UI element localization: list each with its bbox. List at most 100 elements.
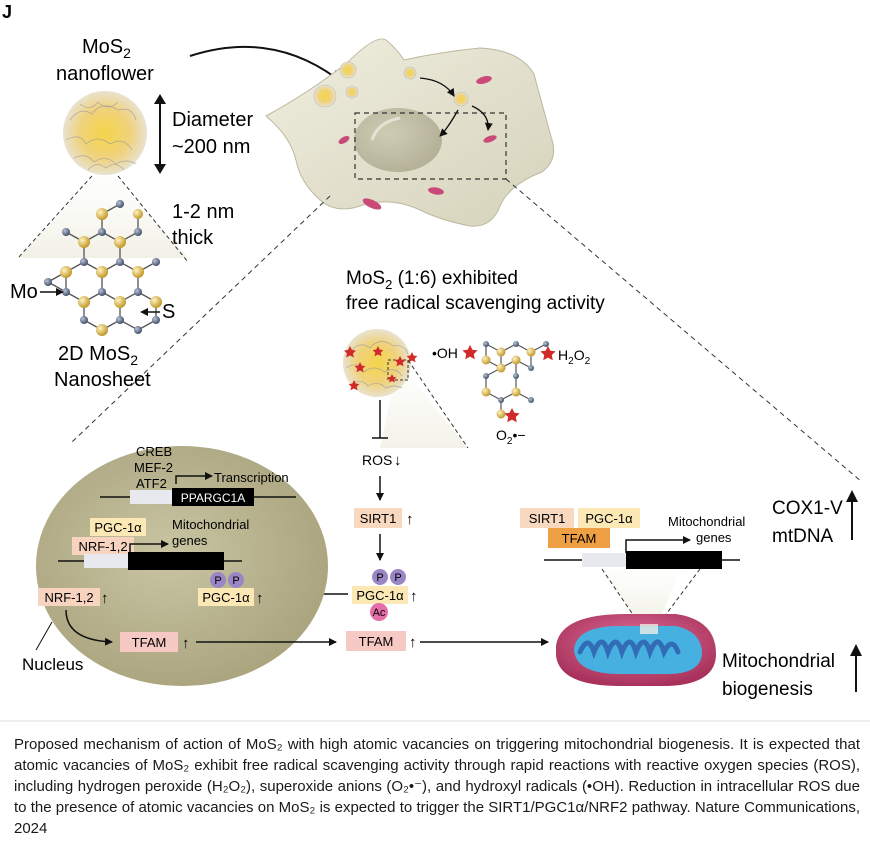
- atf2-label: ATF2: [136, 476, 167, 491]
- cell-nucleus: [354, 108, 442, 172]
- cell-arrow-1: [419, 77, 455, 97]
- nrf-label-up: NRF-1,2: [44, 590, 93, 605]
- cell-arrow-3: [471, 105, 493, 131]
- mo-pointer-head: [56, 288, 64, 296]
- mito-pgc-label: PGC-1α: [585, 511, 633, 526]
- nucleus-phospho-2: [228, 572, 244, 588]
- nrf-to-tfam-arrow: [65, 609, 113, 646]
- zoom-line-left: [17, 175, 93, 259]
- ppargc1a-label: PPARGC1A: [181, 491, 245, 505]
- pgc-up-arrow: ↑: [410, 588, 418, 605]
- nucleus-mito-genes-1: Mitochondrial: [172, 517, 249, 532]
- cell-arrow-2: [439, 109, 459, 137]
- scavenging-lattice-atoms: [481, 341, 549, 419]
- nucleus-phospho-label-2: P: [232, 575, 239, 587]
- diameter-arrow-up: [154, 94, 166, 104]
- panel-label: J: [2, 2, 12, 22]
- ros-down-arrow: ↓: [394, 452, 402, 469]
- diameter-arrow-down: [154, 164, 166, 174]
- mito-sirt1-box: [520, 508, 574, 528]
- nucleus-phospho-1: [210, 572, 226, 588]
- tfam-box-center: [346, 631, 406, 651]
- pgc-box-nucleus-2: [198, 588, 254, 606]
- phospho-circle-2: [390, 569, 406, 585]
- tfam-box-nucleus: [120, 632, 178, 652]
- cell-zoom-box: [354, 112, 507, 180]
- ppargc1a-promoter: [130, 490, 172, 504]
- mef2-label: MEF-2: [134, 460, 173, 475]
- oh-star: [462, 345, 478, 360]
- pgc-label-center: PGC-1α: [356, 588, 404, 603]
- biogenesis-up-arrow-head: [850, 644, 862, 656]
- zoom-line-right: [117, 175, 189, 263]
- sirt1-up-arrow: ↑: [406, 511, 414, 528]
- mito-tfam-label: TFAM: [562, 531, 597, 546]
- nanoflower-title: MoS2: [82, 36, 131, 61]
- tfam-label-center: TFAM: [359, 634, 394, 649]
- cox1v-label: COX1-V: [772, 498, 843, 519]
- diameter-value: ~200 nm: [172, 136, 250, 158]
- mito-biogenesis-label-1: Mitochondrial: [722, 651, 835, 672]
- thickness-label: 1-2 nm: [172, 201, 234, 223]
- cell-nanoflowers: [313, 61, 469, 108]
- sirt1-box: [354, 508, 402, 528]
- s-label: S: [162, 301, 175, 323]
- thickness-label-2: thick: [172, 227, 214, 249]
- nucleus-mito-genes-2: genes: [172, 533, 208, 548]
- scavenging-zoom-line: [407, 359, 469, 449]
- ros-label: ROS: [362, 452, 392, 468]
- h2o2-star: [540, 346, 556, 361]
- mito-gene: [626, 551, 722, 569]
- mtdna-label: mtDNA: [772, 526, 834, 547]
- mitochondrion: [556, 614, 716, 686]
- scavenging-title-line2: free radical scavenging activity: [346, 293, 605, 314]
- nanosheet-title-line2: Nanosheet: [54, 369, 151, 391]
- nanoflower-title-line2: nanoflower: [56, 63, 154, 85]
- pgc-box-center: [352, 586, 408, 604]
- mechanism-figure: J MoS2 nanoflower Diameter ~200 nm 1-2 n…: [0, 2, 870, 722]
- pgc-box-nucleus: [90, 518, 146, 536]
- o2-label: O2•−: [496, 427, 526, 447]
- nucleus-pointer: [35, 621, 53, 651]
- scavenging-stars: [344, 346, 418, 391]
- nucleus-label: Nucleus: [22, 655, 83, 674]
- nrf-label-nucleus: NRF-1,2: [78, 539, 127, 554]
- transcription-label: Transcription: [214, 470, 289, 485]
- nrf-box-up: [38, 588, 100, 606]
- tfam-label-nucleus: TFAM: [132, 635, 167, 650]
- pgc-nucleus-up-arrow: ↑: [256, 590, 264, 607]
- mito-genes-promoter: [84, 554, 128, 568]
- nanoflower-icon: [63, 91, 147, 175]
- s-pointer-head: [140, 308, 148, 316]
- mito-genes-label-2: genes: [696, 530, 732, 545]
- mito-promoter: [582, 553, 626, 567]
- mito-genes-arrow: [625, 536, 691, 556]
- o2-star: [504, 408, 520, 423]
- mo-label: Mo: [10, 281, 38, 303]
- nrf-up-arrow: ↑: [101, 590, 109, 607]
- transcription-arrow: [175, 472, 213, 484]
- pgc-label-nucleus: PGC-1α: [94, 520, 142, 535]
- mito-tfam-box: [548, 528, 610, 548]
- tfam-center-up-arrow: ↑: [409, 634, 417, 651]
- mito-pgc-box: [578, 508, 640, 528]
- ppargc1a-gene: [172, 488, 254, 506]
- diameter-label: Diameter: [172, 109, 253, 131]
- nrf-box-nucleus: [72, 537, 134, 555]
- scavenging-title: MoS2 (1:6) exhibited: [346, 268, 518, 292]
- phospho-label-2: P: [394, 572, 401, 584]
- mito-zoom-cone: [602, 569, 680, 625]
- sirt1-label: SIRT1: [360, 511, 397, 526]
- nanosheet-title: 2D MoS2: [58, 343, 138, 368]
- tfam-nucleus-up-arrow: ↑: [182, 635, 190, 652]
- mito-sirt1-label: SIRT1: [529, 511, 566, 526]
- cell-mitochondria: [338, 76, 497, 210]
- mito-genes-label-1: Mitochondrial: [668, 514, 745, 529]
- nanosheet-atoms: [44, 200, 162, 336]
- acetyl-label: Ac: [373, 607, 386, 619]
- cox1v-up-arrow-head: [846, 490, 858, 502]
- mito-genes-gene: [128, 552, 224, 570]
- zoom-line-cell-right: [505, 178, 863, 483]
- nucleus-phospho-label-1: P: [214, 575, 221, 587]
- acetyl-circle: [370, 603, 388, 621]
